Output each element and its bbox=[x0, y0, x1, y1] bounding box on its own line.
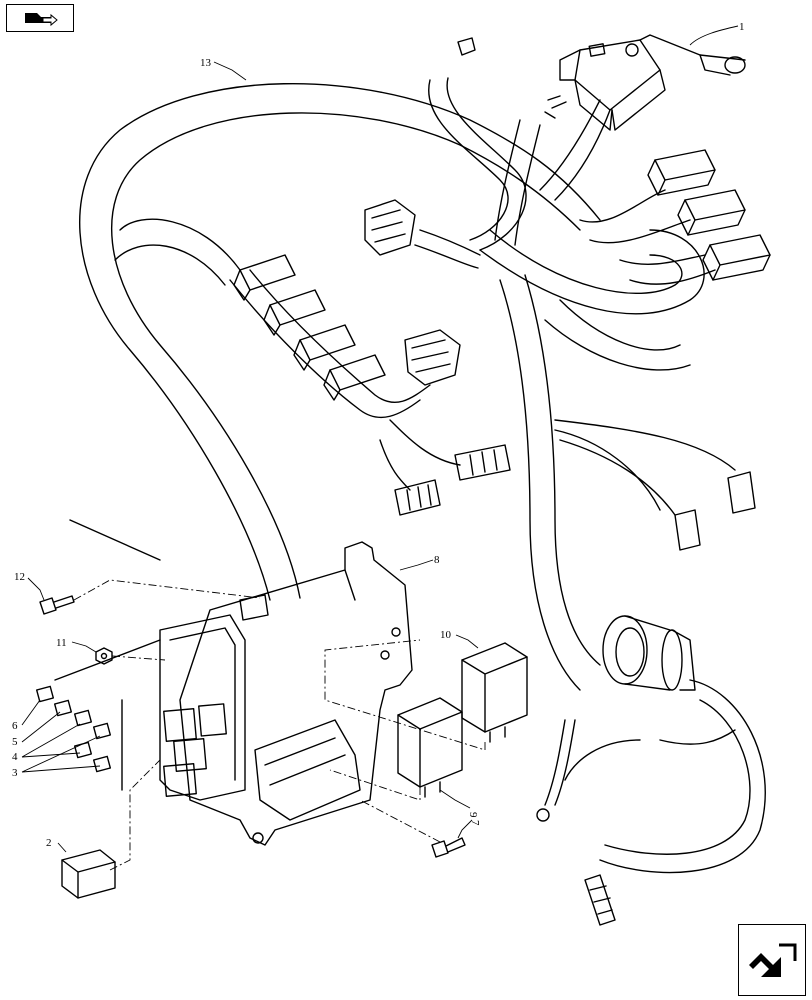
mounting-bracket bbox=[179, 541, 413, 846]
sealed-connector-upper bbox=[364, 199, 416, 256]
leader-3 bbox=[21, 735, 101, 773]
callout-1: 1 bbox=[739, 21, 745, 33]
left-branch-wires bbox=[229, 229, 481, 491]
connector-row-left bbox=[233, 254, 386, 401]
callout-3: 3 bbox=[12, 767, 18, 779]
connector-block-b bbox=[677, 189, 746, 236]
bottom-connector bbox=[584, 874, 616, 926]
callout-5: 5 bbox=[12, 736, 18, 748]
connector-block-a bbox=[647, 149, 716, 196]
flat-connector-1 bbox=[394, 479, 441, 516]
mini-fuses bbox=[35, 685, 112, 773]
sealed-connector-lower bbox=[404, 329, 461, 386]
fuse-group-outline bbox=[54, 519, 161, 791]
relay-9 bbox=[397, 697, 463, 798]
flat-connector-4 bbox=[727, 471, 756, 514]
toggle-switch-part bbox=[559, 34, 746, 131]
leader-7 bbox=[457, 819, 473, 839]
upper-branch-wires bbox=[428, 77, 716, 285]
callout-4: 4 bbox=[12, 751, 18, 763]
next-page-arrow-icon[interactable] bbox=[738, 924, 806, 996]
fuse-relay-box bbox=[159, 594, 269, 801]
alignment-line-7 bbox=[359, 799, 441, 843]
callout-9: 9 bbox=[467, 812, 479, 818]
callout-2: 2 bbox=[46, 837, 52, 849]
nut-11 bbox=[95, 647, 113, 665]
main-harness-loop bbox=[79, 83, 601, 601]
alignment-line-12 bbox=[73, 579, 261, 601]
flat-connector-3 bbox=[674, 509, 701, 551]
leader-8 bbox=[399, 559, 434, 571]
relay-2 bbox=[61, 849, 116, 899]
alignment-line-relay10 bbox=[324, 639, 486, 751]
callout-7: 7 bbox=[469, 820, 481, 826]
round-connector bbox=[602, 615, 696, 691]
wire-bundle-end bbox=[544, 95, 567, 119]
callout-13: 13 bbox=[200, 57, 212, 69]
wire-end-cap bbox=[457, 37, 476, 56]
alignment-line-relay9 bbox=[329, 769, 421, 801]
callout-8: 8 bbox=[434, 554, 440, 566]
leader-9 bbox=[439, 789, 471, 809]
callout-10: 10 bbox=[440, 629, 452, 641]
leader-10 bbox=[455, 634, 479, 649]
leader-11 bbox=[71, 641, 97, 653]
leader-12 bbox=[27, 577, 45, 601]
alignment-line-2 bbox=[109, 759, 161, 871]
connector-block-c bbox=[702, 234, 771, 281]
callout-12: 12 bbox=[14, 571, 25, 583]
alignment-line-11 bbox=[111, 655, 166, 661]
leader-1 bbox=[689, 25, 739, 46]
leader-13 bbox=[213, 61, 247, 81]
lower-right-loop bbox=[544, 679, 766, 874]
leader-5 bbox=[21, 711, 61, 743]
ring-terminal bbox=[536, 808, 550, 822]
mid-right-branch bbox=[554, 419, 736, 516]
right-harness-trunk bbox=[479, 229, 705, 691]
relay-socket-base bbox=[254, 719, 361, 821]
bolt-7 bbox=[431, 837, 466, 858]
relay-10 bbox=[461, 642, 528, 743]
bolt-12 bbox=[39, 595, 75, 615]
callout-11: 11 bbox=[56, 637, 67, 649]
leader-6 bbox=[21, 699, 41, 726]
flat-connector-2 bbox=[454, 444, 511, 481]
leader-2 bbox=[57, 842, 67, 853]
leader-4 bbox=[21, 723, 81, 758]
callout-6: 6 bbox=[12, 720, 18, 732]
book-arrow-icon[interactable] bbox=[6, 4, 74, 32]
